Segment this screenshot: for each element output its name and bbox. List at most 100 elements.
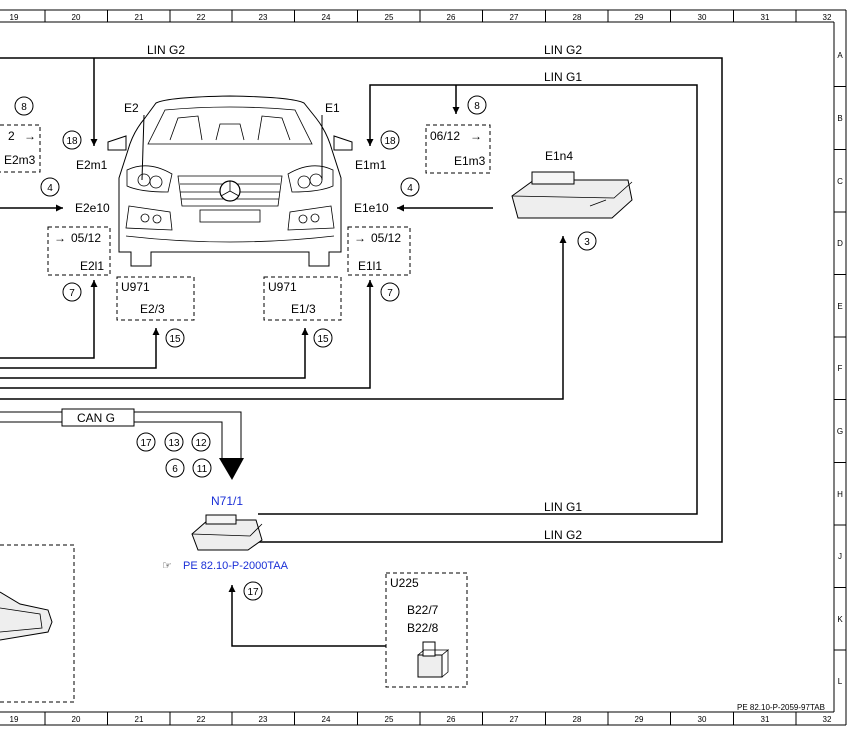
ruler-row-E: E bbox=[837, 302, 842, 311]
ruler-row-K: K bbox=[837, 615, 843, 624]
svg-text:U971: U971 bbox=[268, 280, 297, 294]
svg-text:17: 17 bbox=[140, 438, 152, 449]
ruler-top-col-26: 26 bbox=[447, 13, 456, 22]
svg-text:3: 3 bbox=[584, 237, 590, 248]
box-e2l1: → 05/12 E2l1 bbox=[47, 226, 111, 276]
svg-text:B22/8: B22/8 bbox=[407, 621, 439, 635]
svg-text:E2/3: E2/3 bbox=[140, 302, 165, 316]
svg-text:06/12: 06/12 bbox=[430, 129, 460, 143]
svg-text:8: 8 bbox=[21, 102, 27, 113]
lin-g2-bus: LIN G2 LIN G2 LIN G2 bbox=[0, 43, 723, 543]
ruler-row-J: J bbox=[838, 552, 842, 561]
ruler-bottom-col-27: 27 bbox=[510, 715, 519, 724]
svg-text:13: 13 bbox=[168, 438, 180, 449]
ruler-top-col-32: 32 bbox=[823, 13, 832, 22]
svg-text:E2m3: E2m3 bbox=[4, 153, 36, 167]
svg-text:E1l1: E1l1 bbox=[358, 259, 382, 273]
svg-text:→: → bbox=[470, 129, 482, 143]
callout-7-left: 7 bbox=[62, 282, 82, 302]
ruler-row-H: H bbox=[837, 490, 843, 499]
ruler-bottom-col-24: 24 bbox=[322, 715, 331, 724]
ruler-bottom-col-23: 23 bbox=[259, 715, 268, 724]
car-label-e1: E1 bbox=[325, 101, 340, 115]
e1m1-label: E1m1 bbox=[355, 158, 387, 172]
e2e10-label: E2e10 bbox=[75, 201, 110, 215]
ruler-top-col-22: 22 bbox=[197, 13, 206, 22]
ruler-bottom-col-21: 21 bbox=[135, 715, 144, 724]
ruler-row-F: F bbox=[838, 364, 843, 373]
sensor-icon bbox=[417, 641, 450, 678]
car-illustration: E2 E1 bbox=[107, 95, 353, 267]
ruler-bottom-col-20: 20 bbox=[72, 715, 81, 724]
svg-text:4: 4 bbox=[407, 183, 413, 194]
can-g-bus: CAN G bbox=[0, 408, 244, 480]
svg-text:→: → bbox=[354, 231, 366, 245]
callout-12: 12 bbox=[191, 432, 211, 452]
ruler-row-B: B bbox=[837, 114, 842, 123]
svg-text:18: 18 bbox=[66, 136, 78, 147]
callout-11: 11 bbox=[192, 458, 212, 478]
svg-text:4: 4 bbox=[47, 183, 53, 194]
callout-13: 13 bbox=[164, 432, 184, 452]
callout-4-left: 4 bbox=[40, 177, 60, 197]
svg-text:→: → bbox=[54, 231, 66, 245]
footer-reference: PE 82.10-P-2059-97TAB bbox=[737, 703, 825, 712]
lin-g2-top-label: LIN G2 bbox=[147, 43, 185, 57]
e1n4-module-icon bbox=[511, 171, 633, 219]
callout-17: 17 bbox=[136, 432, 156, 452]
ruler-top-col-29: 29 bbox=[635, 13, 644, 22]
n71-1-label: N71/1 bbox=[211, 494, 243, 508]
box-u971-e1-3: U971 E1/3 bbox=[263, 276, 342, 321]
pe-reference[interactable]: ☞ PE 82.10-P-2000TAA bbox=[162, 560, 289, 572]
ruler-bottom-col-26: 26 bbox=[447, 715, 456, 724]
ruler-row-C: C bbox=[837, 177, 843, 186]
svg-text:U971: U971 bbox=[121, 280, 150, 294]
svg-text:12: 12 bbox=[195, 438, 207, 449]
callout-8-right: 8 bbox=[467, 95, 487, 115]
box-u225: U225 B22/7 B22/8 bbox=[385, 572, 468, 688]
box-e1l1: → 05/12 E1l1 bbox=[347, 226, 411, 276]
ruler-bottom-col-32: 32 bbox=[823, 715, 832, 724]
svg-text:2: 2 bbox=[8, 129, 15, 143]
svg-text:6: 6 bbox=[172, 464, 178, 475]
callout-15-right: 15 bbox=[313, 328, 333, 348]
svg-text:18: 18 bbox=[384, 136, 396, 147]
callout-15-left: 15 bbox=[165, 328, 185, 348]
svg-text:E2l1: E2l1 bbox=[80, 259, 104, 273]
svg-text:E1/3: E1/3 bbox=[291, 302, 316, 316]
svg-text:7: 7 bbox=[69, 288, 75, 299]
ruler-row-L: L bbox=[838, 677, 843, 686]
ruler-bottom-col-28: 28 bbox=[573, 715, 582, 724]
callout-4-right: 4 bbox=[400, 177, 420, 197]
e1e10-label: E1e10 bbox=[354, 201, 389, 215]
ruler-top-col-20: 20 bbox=[72, 13, 81, 22]
ruler-top-col-28: 28 bbox=[573, 13, 582, 22]
ruler-bottom-col-29: 29 bbox=[635, 715, 644, 724]
svg-text:11: 11 bbox=[197, 464, 208, 475]
ruler-top-col-25: 25 bbox=[385, 13, 394, 22]
car-label-e2: E2 bbox=[124, 101, 139, 115]
ruler-bottom-col-22: 22 bbox=[197, 715, 206, 724]
svg-text:→: → bbox=[24, 129, 36, 143]
ruler-row-A: A bbox=[837, 51, 843, 60]
frame bbox=[0, 9, 847, 726]
lin-g2-right-label: LIN G2 bbox=[544, 43, 582, 57]
svg-text:17: 17 bbox=[247, 587, 259, 598]
callout-8-left: 8 bbox=[14, 96, 34, 116]
u225-wire bbox=[228, 585, 386, 647]
ruler-row-G: G bbox=[837, 427, 843, 436]
ruler-row-D: D bbox=[837, 239, 843, 248]
svg-text:7: 7 bbox=[387, 288, 393, 299]
callout-6: 6 bbox=[165, 458, 185, 478]
ruler-bottom-col-19: 19 bbox=[10, 715, 19, 724]
box-u971-e2-3: U971 E2/3 bbox=[116, 276, 195, 321]
svg-text:15: 15 bbox=[317, 334, 329, 345]
svg-text:U225: U225 bbox=[390, 576, 419, 590]
ruler-top-col-30: 30 bbox=[698, 13, 707, 22]
svg-text:15: 15 bbox=[169, 334, 181, 345]
callout-3: 3 bbox=[577, 231, 597, 251]
svg-text:05/12: 05/12 bbox=[71, 231, 101, 245]
